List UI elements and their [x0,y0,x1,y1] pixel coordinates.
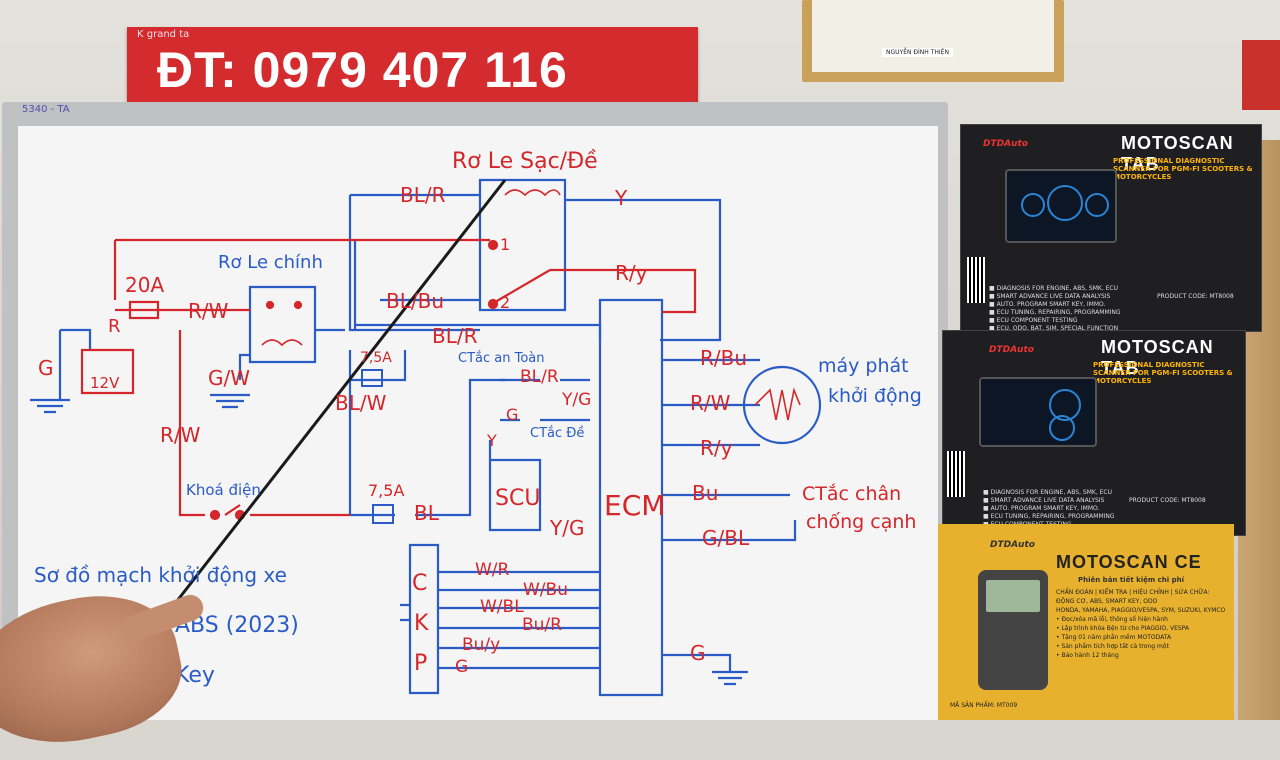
gauge-icon [1047,185,1083,221]
wire-wbl-label: W/BL [480,597,524,617]
start-switch-label: CTắc Đề [530,426,584,441]
scu-label: SCU [495,486,540,511]
caption-line-1: Sơ đồ mạch khởi động xe [34,563,287,587]
box-title: MOTOSCAN TAB [1101,337,1214,378]
wire-yg2-label: Y/G [549,516,584,540]
wire-g-small-label: G [506,405,518,424]
handheld-device-image [978,570,1048,690]
wire-rw3-label: R/W [690,391,731,415]
box-subtitle: Phiên bản tiết kiệm chi phí [1078,576,1185,584]
wire-y-small-label: Y [486,431,497,450]
certificate-paper: NGUYỄN ĐÌNH THIỆN [812,0,1054,72]
key-switch-label: Khoá điện [186,481,261,499]
fuse-top [361,369,383,387]
ground-g-label: G [38,356,54,380]
box-title: MOTOSCAN CE [1056,552,1202,572]
conn-k-label: K [414,611,429,636]
stand-switch-label-1: CTắc chân [802,482,901,505]
blue-wires [30,178,822,697]
generator-label-1: máy phát [818,355,909,377]
gauge-icon [1085,193,1109,217]
pointer-stick [168,179,507,611]
conn-p-label: P [414,651,427,676]
wire-blr3-label: BL/R [520,367,559,387]
fuse-bottom [372,504,394,524]
wire-g-ecm-label: G [690,641,706,665]
ecm-label: ECM [604,489,665,522]
wire-blw-label: BL/W [335,391,387,415]
wire-y-top-label: Y [614,186,628,210]
caption-line-3: Key [175,663,215,688]
relay-charge-title: Rơ Le Sạc/Đề [452,149,598,174]
box-features: CHẨN ĐOÁN | KIỂM TRA | HIỆU CHỈNH | SỬA … [1056,589,1226,659]
sign-text: ĐT: 0979 407 116 [157,42,568,98]
motoscan-tab-box-1: DTDAuto MOTOSCAN TAB PROFESSIONAL DIAGNO… [960,124,1262,348]
wire-rbu-label: R/Bu [700,346,747,370]
wire-blr-label: BL/R [400,183,446,207]
wire-bur-label: Bu/R [522,615,562,635]
product-code: PRODUCT CODE: MT8008 [1157,293,1234,300]
red-labels: Rơ Le Sạc/Đề 20A R R/W R/W G/W G 12V BL/… [38,149,916,677]
wire-ry2-label: R/y [700,436,733,460]
box-subtitle: PROFESSIONAL DIAGNOSTIC SCANNER FOR PGM-… [1113,157,1253,181]
wire-ry-label: R/y [615,261,648,285]
product-code: PRODUCT CODE: MT8008 [1129,497,1206,504]
device-screen [1005,169,1117,243]
box-subtitle: PROFESSIONAL DIAGNOSTIC SCANNER FOR PGM-… [1093,361,1233,385]
fuse-75a-bottom-label: 7,5A [368,481,404,500]
box-brand: DTDAuto [983,139,1028,149]
wire-bu-label: Bu [692,481,718,505]
wire-wr-label: W/R [475,560,510,580]
wire-wbu-label: W/Bu [523,580,568,600]
gauge-icon [1021,193,1045,217]
blue-labels: Rơ Le chính Khoá điện CTắc an Toàn CTắc … [34,252,922,688]
certificate-frame: NGUYỄN ĐÌNH THIỆN [802,0,1064,82]
wiring-diagram: Rơ Le Sạc/Đề 20A R R/W R/W G/W G 12V BL/… [30,149,922,697]
generator-label-2: khởi động [828,385,922,407]
fuse-20a-label: 20A [125,273,164,297]
wire-g-bottom-label: G [455,657,468,677]
box-title: MOTOSCAN TAB [1121,133,1234,174]
wire-blr2-label: BL/R [432,324,478,348]
wire-buy-label: Bu/y [462,635,500,655]
fuse-75a-top-label: 7,5A [360,350,392,366]
wire-blbu-label: BL/Bu [386,289,444,313]
qr-code [947,451,965,497]
motoscan-ce-box: DTDAuto MOTOSCAN CE Phiên bản tiết kiệm … [938,524,1234,720]
product-code: MÃ SẢN PHẨM: MT009 [950,702,1018,709]
certificate-name: NGUYỄN ĐÌNH THIỆN [882,48,953,57]
wire-gbl-label: G/BL [702,526,750,550]
motoscan-tab-box-2: DTDAuto MOTOSCAN TAB PROFESSIONAL DIAGNO… [942,330,1246,552]
safety-switch-label: CTắc an Toàn [458,351,545,366]
conn-c-label: C [412,571,427,596]
wire-r-label: R [108,316,121,337]
wire-rw-label-2: R/W [160,423,201,447]
red-wires [80,189,801,521]
device-lcd [986,580,1040,612]
wall-poster [1242,40,1280,110]
device-screen [979,377,1097,447]
relay-pin1-label: 1 [500,235,510,254]
stand-switch-label-2: chống cạnh [806,511,916,533]
sign-note: K grand ta [137,29,190,40]
gauge-icon [1049,415,1075,441]
battery-label: 12V [90,374,120,392]
wire-yg-label: Y/G [561,390,591,410]
wire-rw-label-1: R/W [188,299,229,323]
relay-pin2-label: 2 [500,293,510,312]
wire-gw-label: G/W [208,366,250,390]
box-brand: DTDAuto [990,540,1035,550]
wire-bl-label: BL [414,501,440,525]
box-brand: DTDAuto [989,345,1034,355]
board-top-note: 5340 - TA [22,104,70,115]
relay-main-title: Rơ Le chính [218,252,323,273]
qr-code [967,257,985,303]
